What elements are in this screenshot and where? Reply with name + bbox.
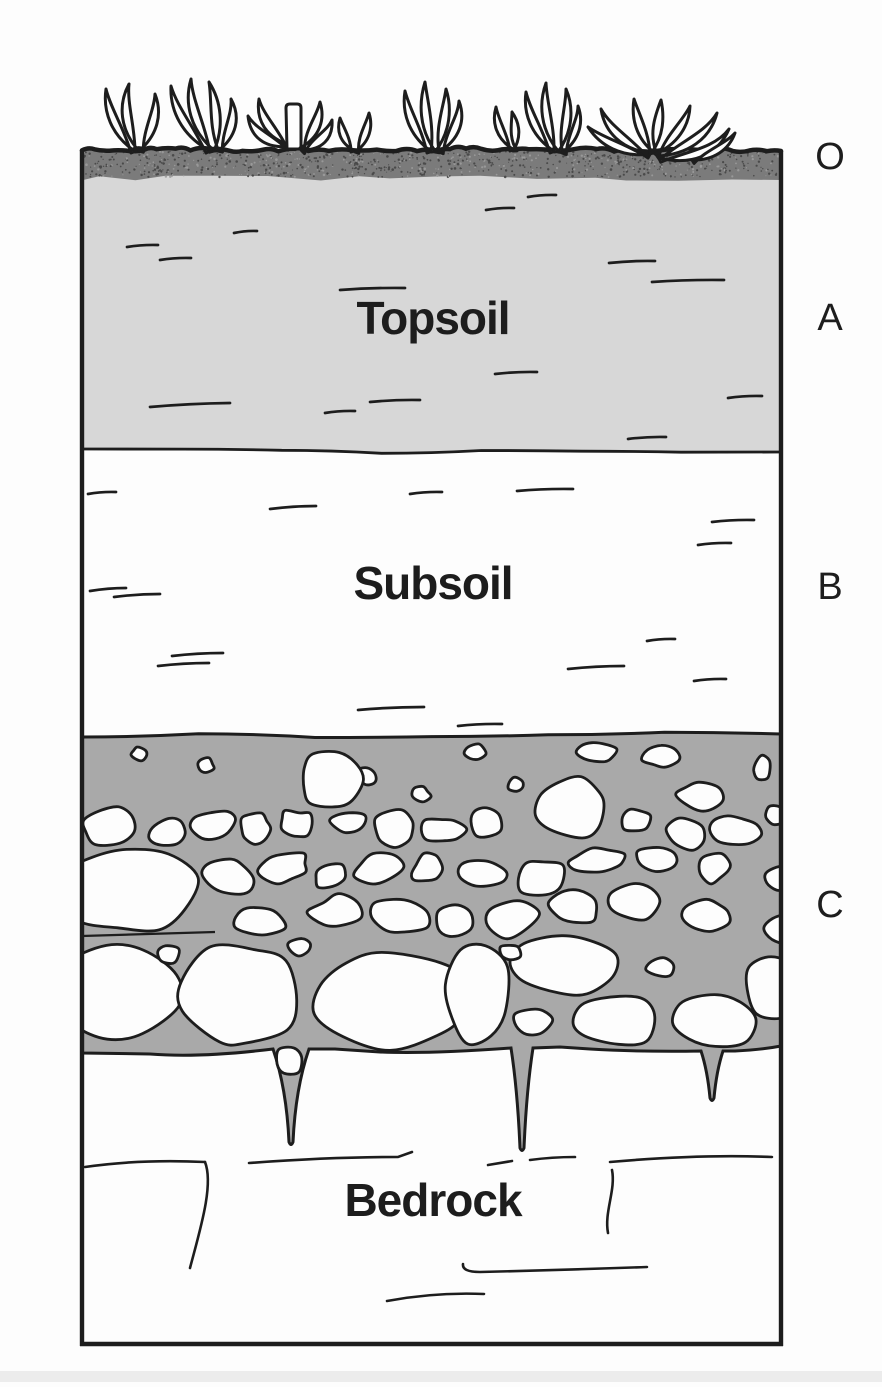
- svg-text:C: C: [816, 884, 843, 926]
- svg-text:Bedrock: Bedrock: [344, 1174, 522, 1226]
- svg-text:O: O: [815, 136, 845, 178]
- svg-text:B: B: [817, 566, 842, 608]
- svg-text:A: A: [817, 297, 843, 339]
- svg-text:Subsoil: Subsoil: [353, 557, 512, 609]
- svg-text:Topsoil: Topsoil: [356, 292, 509, 344]
